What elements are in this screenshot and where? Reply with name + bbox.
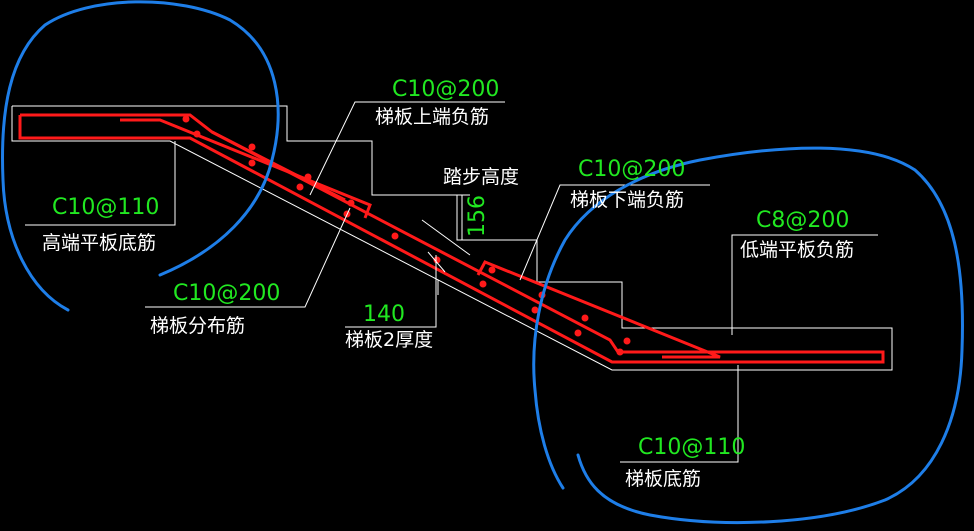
bar-dot: [531, 306, 539, 314]
upper-neg-desc: 梯板上端负筋: [375, 106, 490, 128]
bar-dot: [616, 348, 624, 356]
highlight-circles: [1, 0, 964, 525]
high-bottom-leader: [25, 141, 176, 226]
upper-negative-rebar: [120, 118, 372, 219]
bar-dot: [248, 159, 256, 167]
thickness-value: 140: [363, 302, 405, 327]
lower-neg-spec: C10@200: [578, 157, 686, 182]
high-landing-bottom-rebar: [18, 113, 885, 364]
step-height-desc: 踏步高度: [443, 166, 520, 188]
bar-dot: [182, 115, 190, 123]
bar-dot: [347, 199, 355, 207]
bottom-spec: C10@110: [638, 435, 746, 460]
distribution-spec: C10@200: [173, 281, 281, 306]
thickness-leader: [345, 255, 437, 328]
thickness-tick-1: [427, 251, 446, 273]
bar-dot: [574, 329, 582, 337]
leader-lines: [25, 101, 878, 463]
bar-dot: [248, 143, 256, 151]
thickness-desc: 梯板2厚度: [345, 329, 434, 351]
bar-dot: [479, 280, 487, 288]
distribution-bar-dots: [182, 115, 631, 356]
bottom-leader: [620, 365, 739, 463]
step-height-value: 156: [465, 195, 490, 237]
lower-neg-leader: [519, 184, 710, 281]
bar-dot: [296, 183, 304, 191]
low-neg-leader: [731, 234, 878, 335]
lower-negative-rebar: [476, 260, 721, 359]
high-bottom-spec: C10@110: [52, 195, 160, 220]
highlight-circle-left: [1, 0, 280, 312]
lower-neg-desc: 梯板下端负筋: [570, 189, 685, 211]
thickness-tick-2: [421, 219, 471, 256]
low-neg-spec: C8@200: [756, 208, 850, 233]
distribution-desc: 梯板分布筋: [150, 315, 246, 337]
rebar: [18, 113, 885, 364]
high-bottom-desc: 高端平板底筋: [42, 232, 157, 254]
bar-dot: [193, 130, 201, 138]
highlight-circle-right: [532, 146, 964, 525]
slab-top-rebar: [211, 130, 346, 202]
distribution-leader: [145, 207, 351, 308]
upper-neg-spec: C10@200: [392, 77, 500, 102]
bar-dot: [391, 232, 399, 240]
bar-dot: [581, 314, 589, 322]
low-neg-desc: 低端平板负筋: [740, 239, 855, 261]
bar-dot: [488, 266, 496, 274]
upper-neg-leader: [309, 101, 505, 196]
bar-dot: [304, 173, 312, 181]
bottom-desc: 梯板底筋: [625, 468, 702, 490]
bar-dot: [433, 256, 441, 264]
bar-dot: [623, 337, 631, 345]
